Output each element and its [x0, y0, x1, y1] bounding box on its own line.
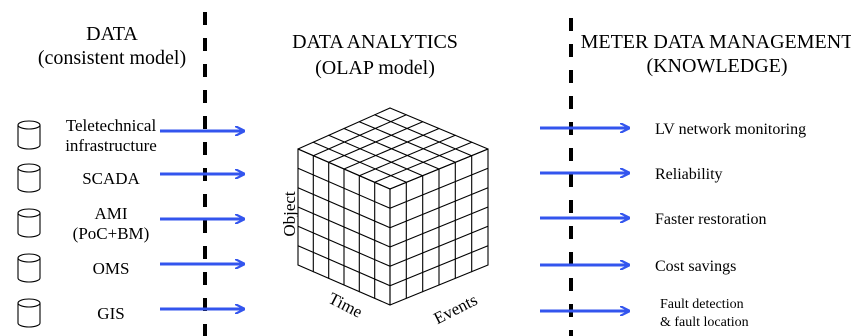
olap-cube: [297, 107, 489, 306]
database-icon: [17, 163, 41, 193]
mdm-title: METER DATA MANAGEMENT: [581, 31, 851, 53]
source-label: SCADA: [82, 169, 140, 188]
cube-grid-line: [374, 114, 473, 157]
database-icon: [17, 253, 41, 283]
cube-grid-line: [297, 245, 391, 287]
data-subtitle: (consistent model): [38, 47, 186, 69]
source-row: OMS: [17, 253, 244, 283]
analytics-title: DATA ANALYTICS: [292, 31, 458, 53]
outcome-row: LV network monitoring: [540, 121, 806, 138]
source-label: AMI: [94, 204, 127, 223]
outcome-label: Faster restoration: [655, 211, 767, 228]
outcome-label: Fault detection: [660, 297, 744, 312]
database-icon: [17, 120, 41, 150]
cube-grid-line: [389, 107, 489, 150]
mdm-subtitle: (KNOWLEDGE): [646, 55, 787, 77]
source-row: AMI(PoC+BM): [17, 204, 244, 243]
source-label: (PoC+BM): [73, 224, 150, 243]
source-row: GIS: [17, 298, 244, 328]
analytics-subtitle: (OLAP model): [315, 57, 435, 79]
data-title: DATA: [86, 23, 138, 45]
outcome-row: Faster restoration: [540, 211, 767, 228]
cube-grid-line: [389, 148, 489, 190]
source-row: SCADA: [17, 163, 244, 193]
cube-axis-object: Object: [280, 191, 299, 237]
outcome-label: LV network monitoring: [655, 121, 806, 138]
source-label: infrastructure: [65, 136, 157, 155]
source-label: OMS: [93, 259, 130, 278]
cube-grid-line: [297, 264, 391, 306]
cube-grid-line: [389, 245, 489, 287]
source-label: GIS: [97, 304, 124, 323]
cube-axis-time: Time: [325, 289, 365, 322]
outcome-row: Reliability: [540, 166, 723, 183]
database-icon: [17, 208, 41, 238]
outcome-row: Fault detection & fault location: [540, 297, 749, 330]
source-label: Teletechnical: [66, 116, 157, 135]
outcome-row: Cost savings: [540, 258, 736, 275]
outcome-label: Reliability: [655, 166, 723, 183]
database-icon: [17, 298, 41, 328]
cube-grid-line: [389, 264, 489, 306]
outcome-label: & fault location: [660, 315, 749, 330]
cube-axis-events: Events: [431, 290, 481, 328]
outcome-label: Cost savings: [655, 258, 736, 275]
